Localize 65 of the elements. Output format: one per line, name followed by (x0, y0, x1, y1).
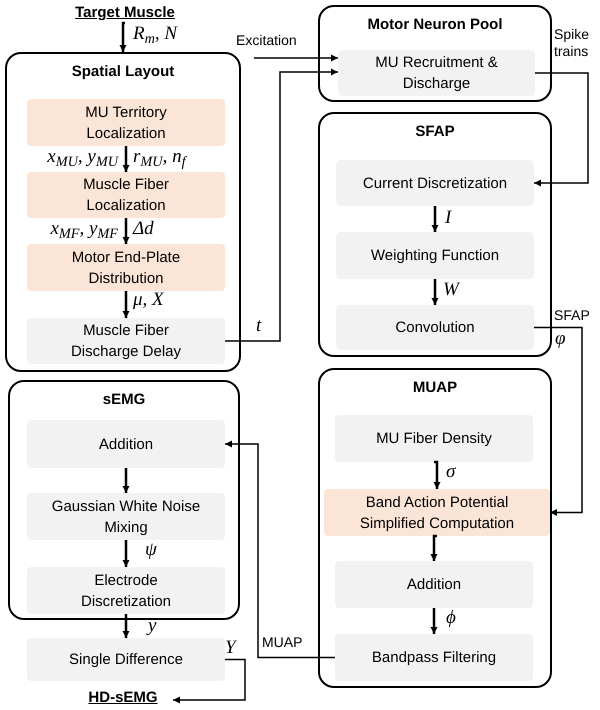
group-panel (318, 368, 552, 688)
process-box: Motor End-Plate Distribution (27, 244, 225, 291)
group-panel (8, 380, 240, 620)
group-title: SFAP (414, 122, 456, 142)
edge-label: ψ (145, 538, 157, 562)
arrow (534, 72, 589, 186)
process-box: Convolution (336, 305, 534, 350)
arrow (225, 68, 338, 342)
process-box: Muscle Fiber Localization (27, 172, 225, 218)
arrow (534, 326, 583, 516)
group-title: Spatial Layout (70, 62, 176, 82)
edge-label: Excitation (236, 32, 297, 49)
group-panel (5, 52, 241, 372)
process-box: Addition (27, 420, 225, 468)
group-panel (318, 5, 552, 102)
variable-label: x$_{MF}$, y$_{MF}$ (49, 217, 118, 241)
edge-label: μ, X (133, 288, 164, 312)
process-box: Gaussian White Noise Mixing (27, 493, 225, 540)
process-box: Single Difference (27, 638, 225, 681)
edge-label: Y (225, 636, 236, 660)
io-label: HD-sEMG (73, 688, 173, 708)
arrow (254, 54, 339, 62)
arrow (430, 606, 438, 634)
arrow (434, 460, 440, 489)
variable-label: φ (555, 327, 566, 351)
group-panel (318, 112, 552, 357)
arrow (122, 466, 130, 493)
group-title: sEMG (102, 390, 146, 410)
arrow (120, 22, 126, 52)
arrow (122, 290, 130, 318)
process-box: Band Action Potential Simplified Computation (324, 489, 550, 536)
process-box: Current Discretization (336, 160, 534, 206)
group-title: MUAP (412, 378, 458, 398)
arrow (430, 534, 438, 561)
process-box: MU Recruitment & Discharge (338, 50, 535, 96)
edge-label: y (148, 614, 156, 638)
process-box: Addition (335, 561, 533, 608)
arrow (432, 278, 438, 305)
process-box: Electrode Discretization (27, 567, 225, 614)
edge-label: W (443, 278, 459, 302)
arrow (122, 144, 130, 172)
arrow (432, 204, 438, 232)
arrow (122, 538, 130, 567)
arrow (122, 216, 130, 244)
edge-label: σ (446, 460, 456, 484)
process-box: Muscle Fiber Discharge Delay (27, 318, 225, 364)
edge-label: MUAP (262, 634, 302, 651)
edge-label: r$_{MU}$, n$_{f}$ (133, 145, 186, 169)
process-box: Bandpass Filtering (335, 634, 533, 681)
edge-label: t (256, 314, 262, 338)
variable-label: x$_{MU}$, y$_{MU}$ (46, 145, 118, 169)
process-box: Weighting Function (336, 232, 534, 279)
edge-label: ϕ (446, 606, 456, 630)
edge-label: Δd (133, 217, 154, 241)
process-box: MU Territory Localization (27, 99, 225, 146)
arrow (122, 612, 130, 638)
edge-label: Spike trains (554, 26, 590, 60)
arrow (225, 440, 335, 658)
edge-label: I (445, 206, 452, 230)
group-title: Motor Neuron Pool (366, 15, 504, 35)
io-label: Target Muscle (55, 3, 195, 23)
arrow (173, 658, 246, 704)
edge-label: SFAP (554, 307, 590, 324)
process-box: MU Fiber Density (335, 415, 533, 462)
edge-label: R$_{m}$, N (133, 22, 178, 46)
